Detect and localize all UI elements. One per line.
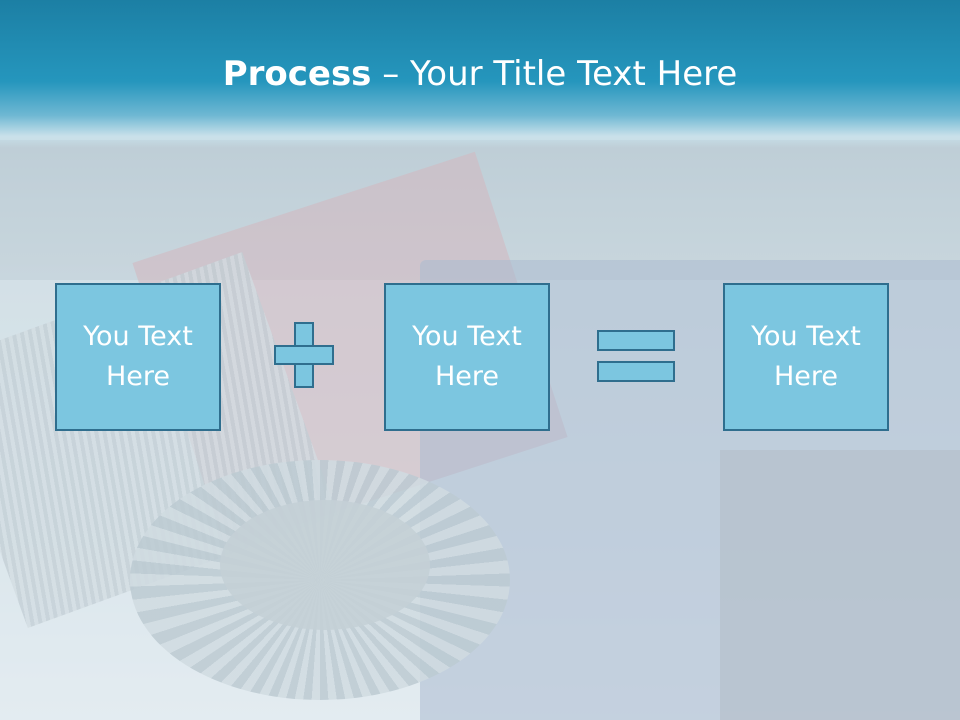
equals-icon [597, 330, 675, 382]
process-box-3-text: You Text Here [751, 321, 861, 392]
background-cooler-hub [220, 500, 430, 630]
process-box-3[interactable]: You Text Here [723, 283, 889, 431]
title-banner [0, 0, 960, 148]
process-box-2-text: You Text Here [412, 321, 522, 392]
process-box-1[interactable]: You Text Here [55, 283, 221, 431]
plus-icon [274, 322, 334, 388]
background-io-ports [720, 450, 960, 720]
slide-title: Process – Your Title Text Here [0, 52, 960, 96]
process-box-2[interactable]: You Text Here [384, 283, 550, 431]
process-box-1-text: You Text Here [83, 321, 193, 392]
slide-title-bold: Process [222, 54, 372, 94]
slide-title-rest: – Your Title Text Here [371, 54, 738, 94]
